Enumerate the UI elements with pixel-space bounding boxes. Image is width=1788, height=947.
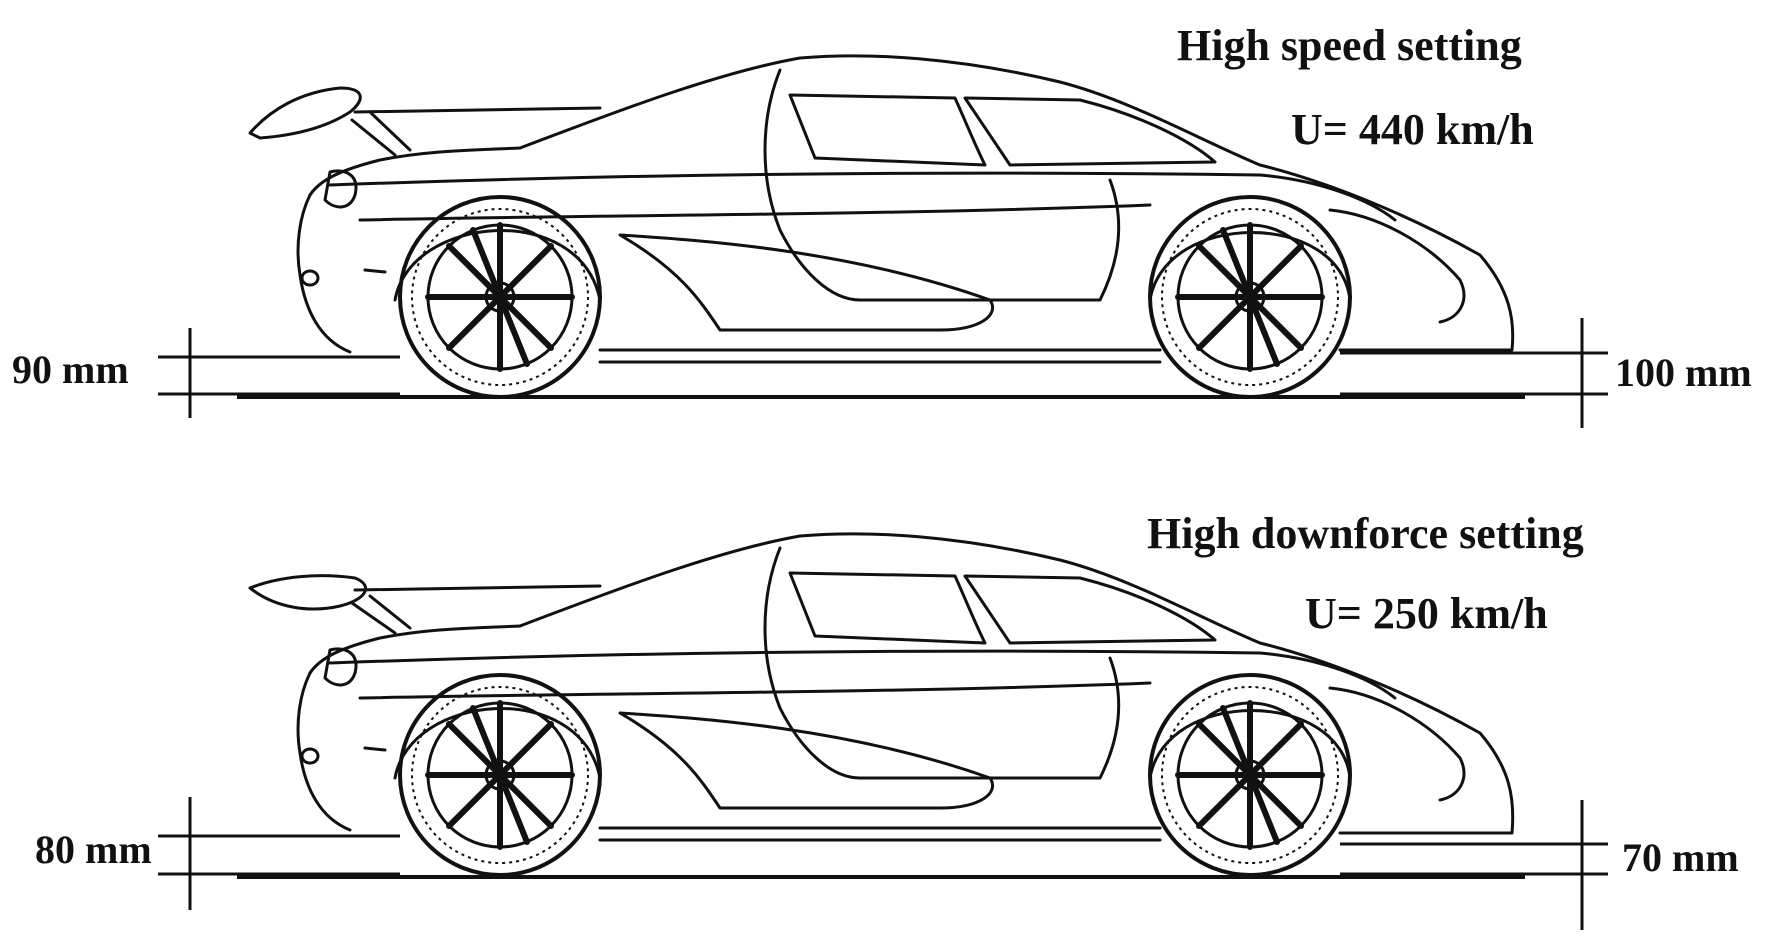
car-side-view-icon [248,54,1515,364]
ground-line-high-speed [158,318,1608,428]
rear-clearance-high-downforce: 80 mm [35,827,152,872]
panel-title-high-downforce: High downforce setting [1147,509,1584,558]
rear-wing-icon [248,86,362,140]
car-side-view-icon [248,532,1515,842]
wheel-icon [398,673,602,877]
speed-label-high-downforce: U= 250 km/h [1305,589,1548,638]
wheel-icon [1148,673,1352,877]
ground-line-high-downforce [158,797,1608,930]
wheel-icon [398,195,602,399]
rear-wing-icon [248,574,368,611]
panel-title-high-speed: High speed setting [1177,21,1522,70]
wheel-icon [1148,195,1352,399]
front-clearance-high-speed: 100 mm [1615,350,1752,395]
speed-label-high-speed: U= 440 km/h [1291,105,1534,154]
rear-clearance-high-speed: 90 mm [12,347,129,392]
front-clearance-high-downforce: 70 mm [1622,835,1739,880]
